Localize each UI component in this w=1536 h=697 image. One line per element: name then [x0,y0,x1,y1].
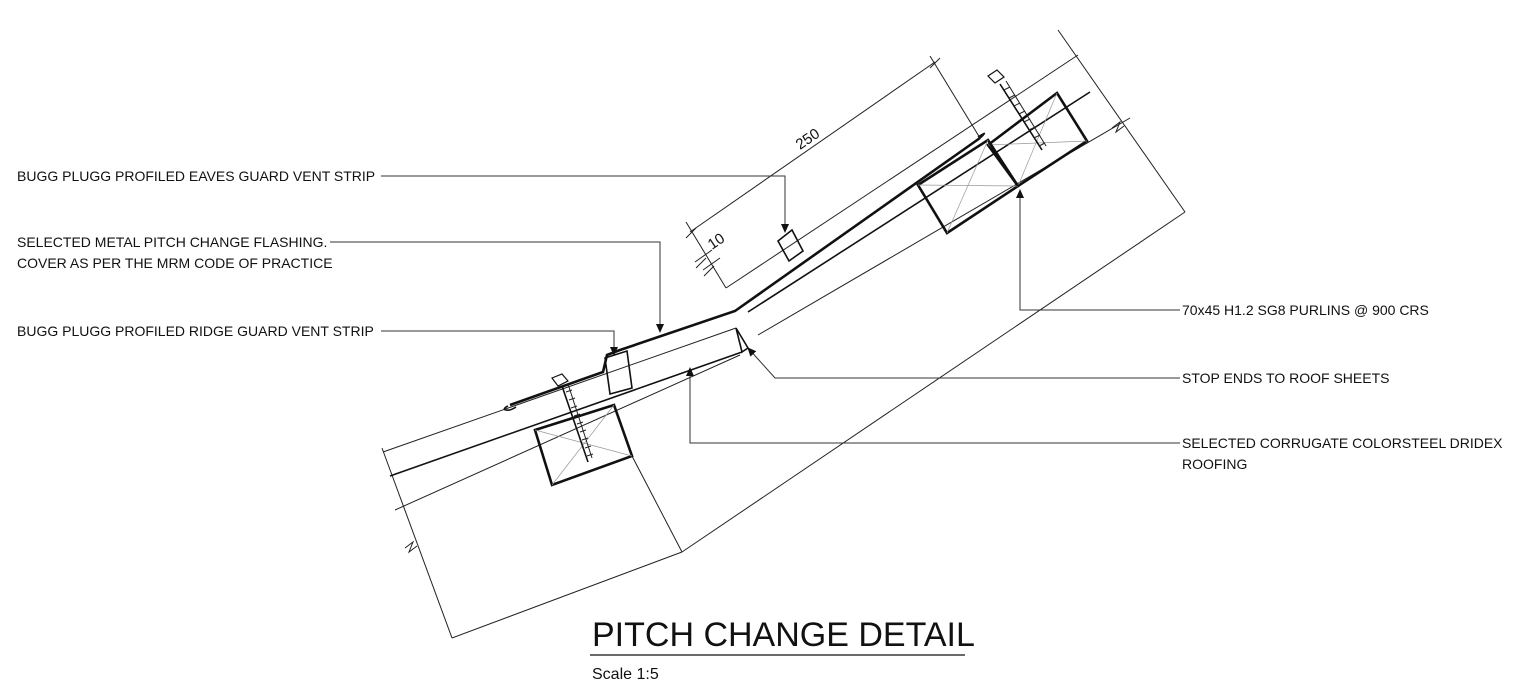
callout-roofing-line1: SELECTED CORRUGATE COLORSTEEL DRIDEX [1182,435,1503,451]
roof-sheet-lower [382,327,743,477]
callout-purlins: 70x45 H1.2 SG8 PURLINS @ 900 CRS [1182,302,1429,318]
callout-eaves-vent: BUGG PLUGG PROFILED EAVES GUARD VENT STR… [17,168,375,184]
leader-eaves-vent [381,175,789,233]
callout-roofing-line2: ROOFING [1182,456,1247,472]
screw-upper [987,69,1047,151]
callout-ridge-vent: BUGG PLUGG PROFILED RIDGE GUARD VENT STR… [17,323,374,339]
stop-end [735,327,750,354]
leader-ridge-vent [381,330,618,356]
callout-stop-ends: STOP ENDS TO ROOF SHEETS [1182,370,1389,386]
leader-stop-ends [747,347,1180,379]
callout-flashing-line2: COVER AS PER THE MRM CODE OF PRACTICE [17,255,333,271]
purlin-upper-right [986,91,1089,188]
leader-flashing [330,241,664,333]
drawing-title: PITCH CHANGE DETAIL [592,616,975,654]
purlin-lower [533,403,634,487]
dimension-250-text: 250 [793,125,823,153]
dimension-10: 10 [694,230,728,277]
rafter-outline [381,29,1186,639]
callout-flashing-line1: SELECTED METAL PITCH CHANGE FLASHING. [17,234,327,250]
ridge-vent-strip [604,349,633,396]
eaves-vent-strip [776,228,805,263]
leader-roofing [686,367,1180,444]
purlin-upper-left [916,138,1020,235]
pitch-change-flashing [503,132,986,411]
dimension-10-text: 10 [705,230,728,253]
screw-lower [551,373,594,463]
drawing-scale: Scale 1:5 [592,666,659,683]
leader-purlins [1016,189,1180,311]
roof-sheet-upper [725,54,1091,313]
